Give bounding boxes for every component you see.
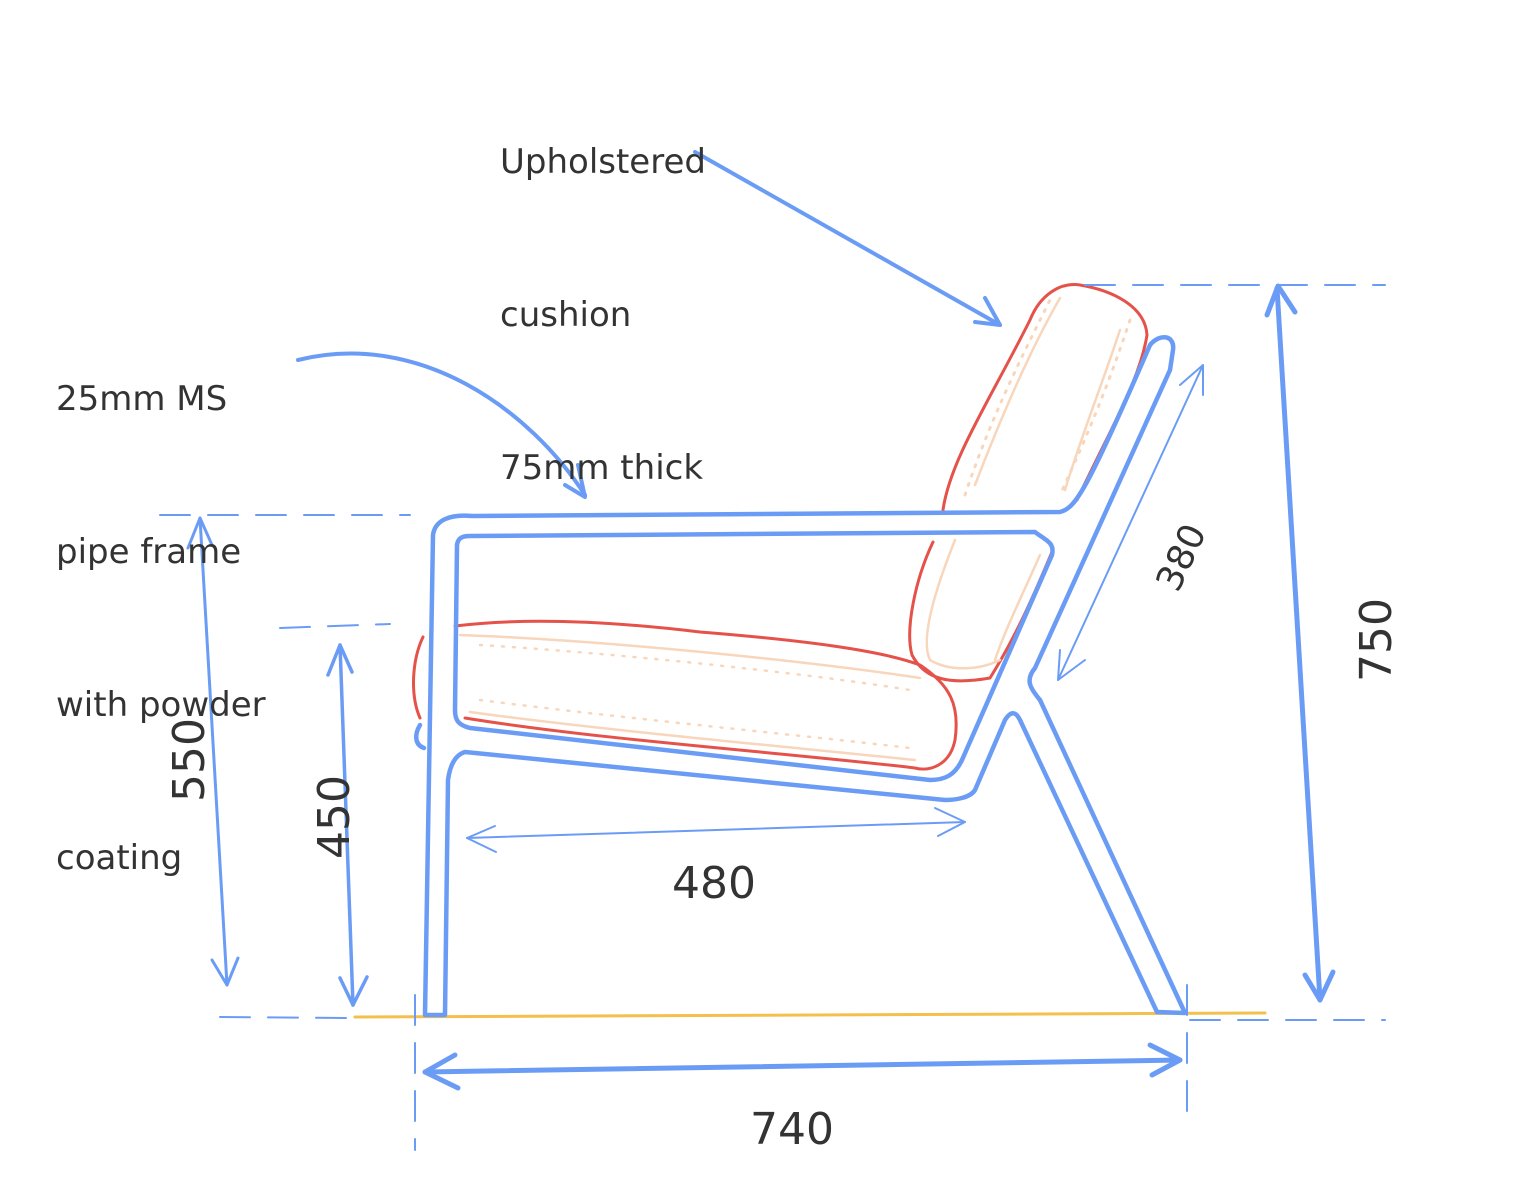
back-cushion-lower <box>908 538 1054 683</box>
dim-550-label: 550 <box>163 718 215 802</box>
cushion-note-line: Upholstered <box>500 142 706 182</box>
frame-callout-arrow <box>296 351 587 499</box>
dim-750-arrow <box>1264 283 1336 1003</box>
back-cushion-upper <box>941 283 1149 512</box>
cushion-note-line: cushion <box>500 295 632 335</box>
cushion-callout-arrow <box>693 150 1002 327</box>
pipe-frame <box>414 335 1188 1018</box>
dim-380-arrow <box>1057 364 1204 681</box>
dimension-guides <box>159 284 1386 1151</box>
dimension-arrows <box>186 283 1336 1091</box>
dim-450-label: 450 <box>308 775 360 859</box>
dim-480-label: 480 <box>672 858 756 909</box>
frame-note-line: pipe frame <box>56 532 242 572</box>
dim-740-label: 740 <box>750 1104 834 1155</box>
frame-note-line: 25mm MS <box>56 379 228 419</box>
dim-450-arrow <box>326 643 369 1007</box>
dim-550-arrow <box>186 516 240 987</box>
cushion-note-line: 75mm thick <box>500 448 704 488</box>
dim-750-label: 750 <box>1350 598 1402 682</box>
floor-line <box>353 1011 1267 1019</box>
frame-note: 25mm MS pipe frame with powder coating <box>56 272 266 935</box>
dim-740-arrow <box>422 1042 1183 1091</box>
seat-cushion <box>412 619 958 771</box>
cushion-note: Upholstered cushion 75mm thick <box>500 35 706 545</box>
frame-note-line: with powder <box>56 685 266 725</box>
frame-note-line: coating <box>56 838 183 878</box>
dim-480-arrow <box>466 807 966 853</box>
